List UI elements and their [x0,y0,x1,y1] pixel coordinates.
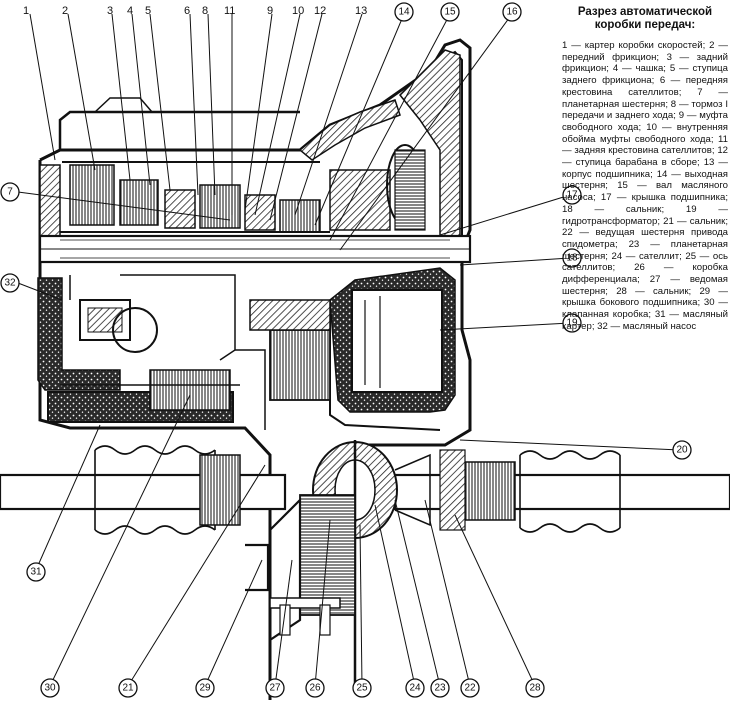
callout-27: 27 [269,683,281,694]
legend-panel: Разрез автоматической коробки передач: 1… [562,6,728,333]
callouts-circled: 14 15 16 7 32 31 17 18 19 20 30 21 29 27… [0,2,692,698]
callout-3: 3 [107,5,113,17]
callout-11: 11 [224,5,235,17]
callout-28: 28 [529,683,541,694]
callout-5: 5 [145,5,151,17]
callout-16: 16 [506,7,518,18]
callout-8: 8 [202,5,208,17]
callout-26: 26 [309,683,321,694]
callout-30: 30 [44,683,56,694]
callout-12: 12 [314,5,326,17]
legend-title: Разрез автоматической коробки передач: [577,6,713,31]
callout-4: 4 [127,5,133,17]
output-gear [235,299,331,430]
valve-body [47,369,240,423]
callout-17: 17 [566,190,578,201]
callout-6: 6 [184,5,190,17]
callout-2: 2 [62,5,68,17]
callout-32: 32 [4,278,16,289]
callout-21: 21 [122,683,134,694]
oil-pump [37,274,236,391]
callout-18: 18 [566,253,578,264]
callouts-top: 1 2 3 4 5 6 8 11 9 10 12 13 [23,5,367,17]
callout-22: 22 [464,683,476,694]
callout-31: 31 [30,567,42,578]
callout-20: 20 [676,445,688,456]
callout-1: 1 [23,5,29,17]
callout-13: 13 [355,5,367,17]
callout-19: 19 [566,318,578,329]
callout-10: 10 [292,5,304,17]
differential [245,440,431,690]
callout-7: 7 [7,187,13,198]
main-shaft [38,234,472,264]
callout-24: 24 [409,683,421,694]
clutch-pack [60,144,426,233]
callout-15: 15 [444,7,456,18]
legend-text: 1 — картер коробки скоростей; 2 — передн… [562,40,728,332]
callout-9: 9 [267,5,273,17]
callout-29: 29 [199,683,211,694]
leader-lines [17,13,681,687]
drive-axles [0,445,730,535]
callout-14: 14 [398,7,410,18]
torque-converter [329,267,456,431]
callout-23: 23 [434,683,446,694]
callout-25: 25 [356,683,368,694]
